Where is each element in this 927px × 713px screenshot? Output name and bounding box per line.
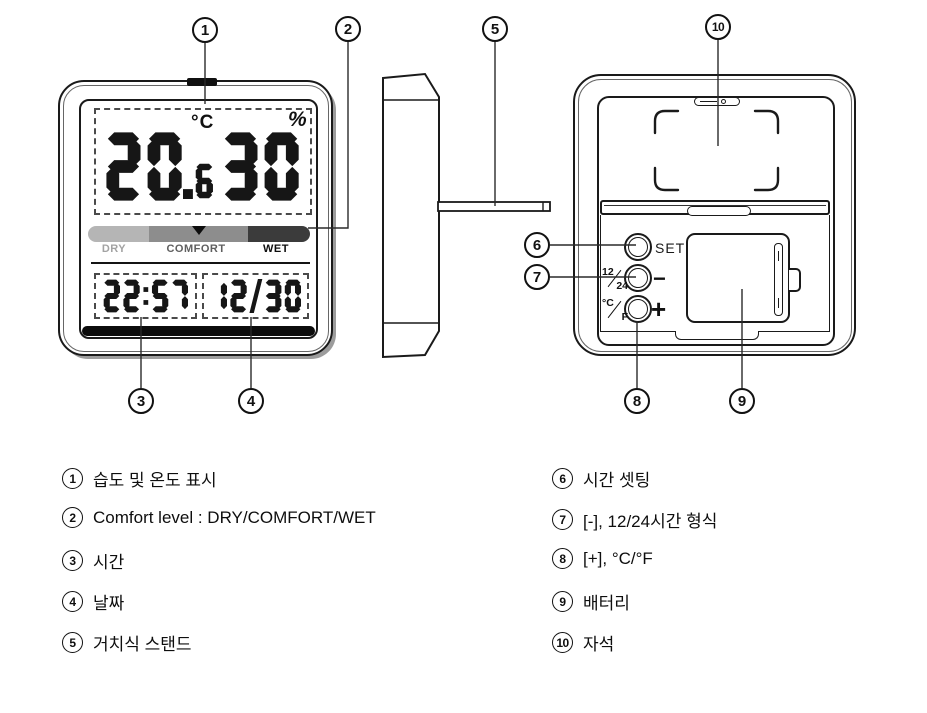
legend-text-7: [-], 12/24시간 형식 [583,512,718,531]
date-display-area [202,273,309,319]
callout-10: 10 [705,14,731,40]
hanging-slot-hole [721,99,726,104]
front-top-tab [187,78,217,86]
unit-celsius: °C [602,297,614,309]
hour-format-24: 24 [616,280,628,292]
legend-item-10: 10 자석 [552,630,614,655]
unit-fahrenheit: F [621,311,628,323]
hour-format-minus-button [624,264,652,292]
hanging-slot [694,97,740,106]
legend-num-6: 6 [552,468,573,489]
callout-3: 3 [128,388,154,414]
legend-item-7: 7 [-], 12/24시간 형식 [552,507,717,532]
lcd-separator-line [91,262,310,264]
comfort-pointer-triangle [192,226,206,235]
percent-unit-label: % [288,108,307,131]
legend-item-5: 5 거치식 스탠드 [62,630,192,655]
comfort-label: COMFORT [166,243,226,255]
hour-format-minus-button-cap [627,267,649,289]
lcd-bottom-bar [82,326,315,336]
front-view-device: °C % DRY COMFORT WET [58,78,333,356]
legend-num-8: 8 [552,548,573,569]
legend-num-9: 9 [552,591,573,612]
date-value [210,279,302,313]
battery-slot-tick [777,251,780,261]
legend-text-1: 습도 및 온도 표시 [93,471,217,490]
callout-6: 6 [524,232,550,258]
legend-num-10: 10 [552,632,573,653]
battery-compartment [686,233,790,323]
legend-item-6: 6 시간 셋팅 [552,466,650,491]
set-button-label: SET [655,240,686,256]
battery-slot-tick [777,298,780,308]
callout-8: 8 [624,388,650,414]
legend-item-8: 8 [+], °C/°F [552,548,653,569]
dry-label: DRY [101,243,127,255]
stand-slot-bar-line [604,204,826,206]
legend-text-4: 날짜 [93,594,125,613]
stand-slot-bar [600,200,830,216]
bottom-stand-slot [675,331,759,340]
legend-num-7: 7 [552,509,573,530]
temperature-decimal-point [183,131,193,202]
legend-item-1: 1 습도 및 온도 표시 [62,466,217,491]
humidity-value [222,131,300,202]
callout-9: 9 [729,388,755,414]
callout-5: 5 [482,16,508,42]
hanging-slot-line [700,100,717,102]
legend-text-6: 시간 셋팅 [583,471,651,490]
callout-4: 4 [238,388,264,414]
battery-door-tab [788,268,801,292]
legend-num-5: 5 [62,632,83,653]
legend-text-10: 자석 [583,635,615,654]
legend-item-9: 9 배터리 [552,589,630,614]
comfort-bar-wet-segment [247,226,310,242]
legend-item-3: 3 시간 [62,548,124,573]
legend-item-2: 2 Comfort level : DRY/COMFORT/WET [62,507,376,528]
set-button [624,233,652,261]
back-view-device: SET 12 24 − °C F + [573,74,856,356]
legend-num-2: 2 [62,507,83,528]
legend-text-9: 배터리 [583,594,630,613]
time-display-area [94,273,197,319]
unit-plus-button-cap [627,298,649,320]
set-button-cap [627,236,649,258]
temperature-value [105,131,183,202]
callout-7: 7 [524,264,550,290]
hour-format-12: 12 [602,266,614,278]
minus-symbol: − [653,266,666,291]
celsius-unit-label: °C [191,112,215,133]
magnet-area-brackets [653,109,780,192]
legend-num-1: 1 [62,468,83,489]
temperature-decimal-digit [195,163,214,199]
legend-text-3: 시간 [93,553,125,572]
wet-label: WET [263,243,289,255]
legend-num-3: 3 [62,550,83,571]
time-value [103,279,189,313]
battery-pull-slot [774,243,783,316]
legend-item-4: 4 날짜 [62,589,124,614]
callout-2: 2 [335,16,361,42]
side-view-device [382,72,551,359]
wall-mount-stand [437,201,551,212]
unit-button-label: °C F [602,297,628,323]
hour-format-button-label: 12 24 [602,266,628,292]
legend-text-2: Comfort level : DRY/COMFORT/WET [93,507,376,527]
legend-text-8: [+], °C/°F [583,548,653,568]
plus-symbol: + [651,294,667,324]
legend-text-5: 거치식 스탠드 [93,635,192,654]
temp-humidity-display-area: °C % [94,108,312,215]
unit-plus-button [624,295,652,323]
comfort-bar-dry-segment [88,226,150,242]
stand-slot-center [687,205,751,216]
lcd-display: °C % DRY COMFORT WET [79,99,318,339]
temp-humidity-digits [105,131,300,202]
legend-num-4: 4 [62,591,83,612]
callout-1: 1 [192,17,218,43]
